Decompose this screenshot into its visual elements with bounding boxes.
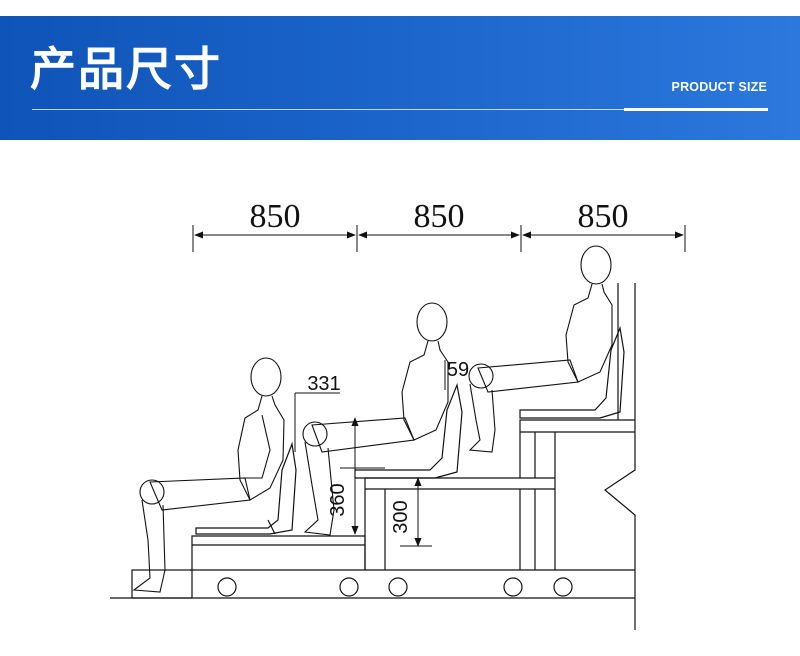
seat-row-1 [195, 441, 297, 535]
riser-height-label: 300 [390, 500, 412, 533]
seat-row-2 [354, 382, 463, 479]
header-divider-accent [624, 108, 768, 111]
riser-height-dimension [400, 477, 432, 547]
row-spacing-dimensions [192, 225, 686, 252]
seat-row-3 [519, 325, 625, 419]
support-rollers [217, 577, 573, 597]
page-title: 产品尺寸 [30, 42, 222, 96]
backrest-clearance-label: 331 [307, 373, 340, 395]
stepped-riser-structure [110, 283, 636, 630]
header-banner: 产品尺寸 PRODUCT SIZE [0, 16, 800, 140]
row-spacing-label-3: 850 [578, 198, 629, 235]
row-spacing-label-2: 850 [414, 198, 465, 235]
seated-figure-3 [468, 245, 613, 453]
backrest-clearance-dimension [294, 392, 340, 452]
seat-height-label: 360 [327, 483, 349, 516]
row-spacing-label-1: 850 [250, 198, 301, 235]
second-offset-label: 59 [447, 359, 469, 381]
seated-figure-2 [302, 302, 449, 536]
page-subtitle: PRODUCT SIZE [671, 80, 767, 94]
seat-height-dimension [340, 417, 385, 535]
header-divider [32, 109, 768, 110]
seated-figure-1 [132, 357, 285, 593]
